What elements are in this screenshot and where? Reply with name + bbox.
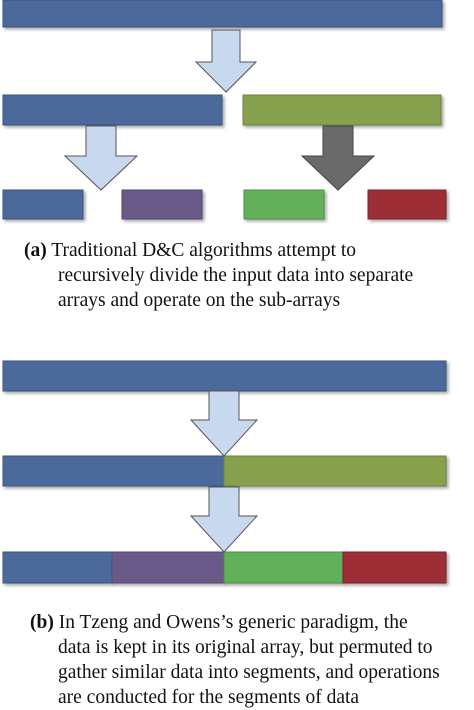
caption-a-label: (a) [24, 240, 47, 261]
caption-b-line-1: In Tzeng and Owens’s generic paradigm, t… [58, 612, 408, 633]
segment-blue-b [2, 551, 113, 584]
original-array-bar [2, 360, 447, 392]
segment-purple-a [121, 189, 203, 220]
caption-b: (b) In Tzeng and Owens’s generic paradig… [30, 610, 440, 710]
permuted-left-segment [2, 455, 225, 487]
segment-red-b [342, 551, 447, 584]
segment-purple-b [111, 551, 225, 584]
down-arrow-icon [194, 29, 258, 93]
permuted-right-segment [223, 455, 447, 487]
caption-a-line-2: recursively divide the input data into s… [58, 265, 414, 286]
down-arrow-icon [189, 390, 259, 457]
panel-a [2, 0, 447, 220]
down-arrow-icon [189, 486, 259, 553]
input-array-bar [2, 0, 443, 28]
left-subarray-bar [2, 94, 223, 126]
segment-blue-a [2, 189, 84, 220]
caption-b-line-3: gather similar data into segments, and o… [58, 662, 440, 683]
caption-a: (a) Traditional D&C algorithms attempt t… [24, 238, 413, 313]
down-arrow-left-icon [63, 125, 139, 191]
right-subarray-bar [242, 94, 442, 126]
segment-green-a [243, 189, 325, 220]
segment-green-b [223, 551, 344, 584]
segment-red-a [367, 189, 447, 220]
caption-b-line-4: are conducted for the segments of data [58, 687, 360, 708]
panel-b [2, 360, 447, 584]
down-arrow-right-icon [300, 125, 376, 191]
caption-a-line-3: arrays and operate on the sub-arrays [58, 290, 341, 311]
caption-a-line-1: Traditional D&C algorithms attempt to [51, 240, 357, 261]
caption-b-line-2: data is kept in its original array, but … [58, 637, 433, 658]
caption-b-label: (b) [30, 612, 54, 633]
